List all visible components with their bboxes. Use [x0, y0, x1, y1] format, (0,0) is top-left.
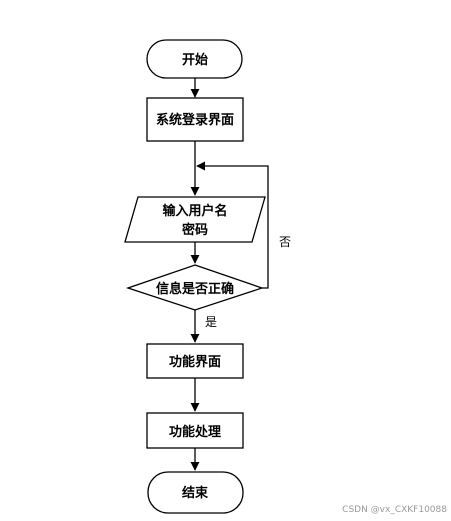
input-label-line1: 输入用户名	[162, 203, 227, 219]
login-ui-node: 系统登录界面	[146, 97, 244, 142]
no-label: 否	[279, 235, 291, 249]
yes-label: 是	[205, 315, 217, 329]
end-label: 结束	[182, 485, 209, 501]
start-node: 开始	[146, 39, 243, 79]
function-ui-label: 功能界面	[169, 354, 221, 370]
input-node: 输入用户名 密码	[124, 196, 266, 243]
watermark: CSDN @vx_CXKF10088	[342, 505, 447, 515]
edge-check-no-loop	[196, 161, 269, 289]
input-label-line2: 密码	[181, 222, 208, 238]
function-process-node: 功能处理	[146, 412, 244, 449]
end-node: 结束	[147, 471, 244, 514]
function-ui-node: 功能界面	[146, 343, 244, 379]
login-ui-label: 系统登录界面	[156, 112, 234, 128]
check-label: 信息是否正确	[156, 281, 234, 297]
check-node: 信息是否正确	[125, 264, 265, 311]
function-process-label: 功能处理	[169, 424, 221, 440]
start-label: 开始	[182, 52, 208, 68]
